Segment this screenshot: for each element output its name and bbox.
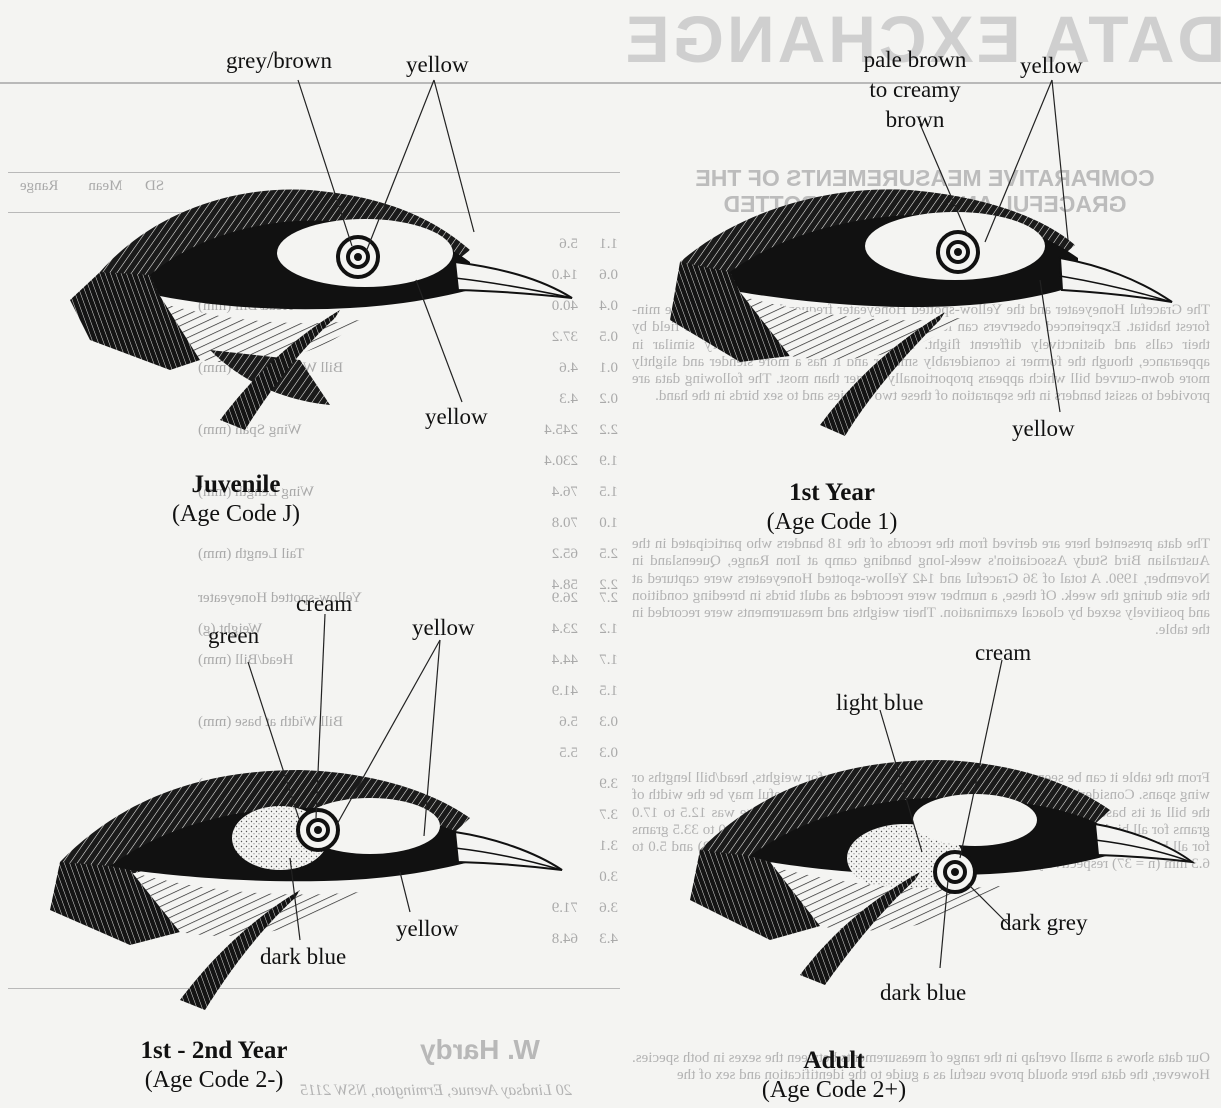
first-second-year-label-gape: yellow bbox=[396, 916, 459, 941]
first-second-year-label-eye-ring: cream bbox=[296, 591, 352, 616]
first-second-year-caption-title: 1st - 2nd Year bbox=[141, 1036, 288, 1066]
first-year-pupil bbox=[954, 248, 962, 256]
adult-label-cheek-spot: dark blue bbox=[880, 980, 966, 1005]
adult-label-eye: dark grey bbox=[1000, 910, 1088, 935]
first-year-label-eye-ring: pale brown to creamy brown bbox=[864, 45, 967, 135]
first-year-label-gape: yellow bbox=[1012, 416, 1075, 441]
first-year-label-eye: yellow bbox=[1020, 53, 1083, 78]
first-second-year-beak bbox=[455, 832, 562, 870]
first-second-year-caption-code: (Age Code 2-) bbox=[141, 1066, 288, 1095]
first-second-year-label-eye-skin: green bbox=[208, 623, 259, 648]
adult-beak bbox=[1095, 824, 1192, 862]
first-year-caption: 1st Year (Age Code 1) bbox=[767, 478, 898, 537]
first-second-year-caption: 1st - 2nd Year (Age Code 2-) bbox=[141, 1036, 288, 1095]
juvenile-caption-code: (Age Code J) bbox=[172, 500, 300, 529]
first-second-year-bird-head bbox=[50, 770, 562, 1010]
first-second-year-label-cheek-spot: dark blue bbox=[260, 944, 346, 969]
first-year-bird-head bbox=[670, 189, 1172, 436]
first-second-year-pupil bbox=[314, 826, 322, 834]
adult-label-eye-skin: light blue bbox=[836, 690, 924, 715]
juvenile-label-eye: yellow bbox=[406, 52, 469, 77]
adult-caption-code: (Age Code 2+) bbox=[762, 1076, 906, 1105]
first-year-caption-title: 1st Year bbox=[767, 478, 898, 508]
adult-eye-patch bbox=[913, 794, 1037, 846]
juvenile-caption: Juvenile (Age Code J) bbox=[172, 470, 300, 529]
juvenile-pupil bbox=[354, 253, 362, 261]
first-year-beak bbox=[1060, 258, 1172, 302]
adult-label-eye-ring: cream bbox=[975, 640, 1031, 665]
juvenile-bird-head bbox=[70, 189, 572, 430]
juvenile-caption-title: Juvenile bbox=[172, 470, 300, 500]
first-year-caption-code: (Age Code 1) bbox=[767, 508, 898, 537]
adult-pupil bbox=[951, 868, 959, 876]
first-second-year-label-eye: yellow bbox=[412, 615, 475, 640]
juvenile-label-eye-ring: grey/brown bbox=[226, 48, 332, 73]
adult-caption: Adult (Age Code 2+) bbox=[762, 1046, 906, 1105]
juvenile-label-gape: yellow bbox=[425, 404, 488, 429]
adult-caption-title: Adult bbox=[762, 1046, 906, 1076]
